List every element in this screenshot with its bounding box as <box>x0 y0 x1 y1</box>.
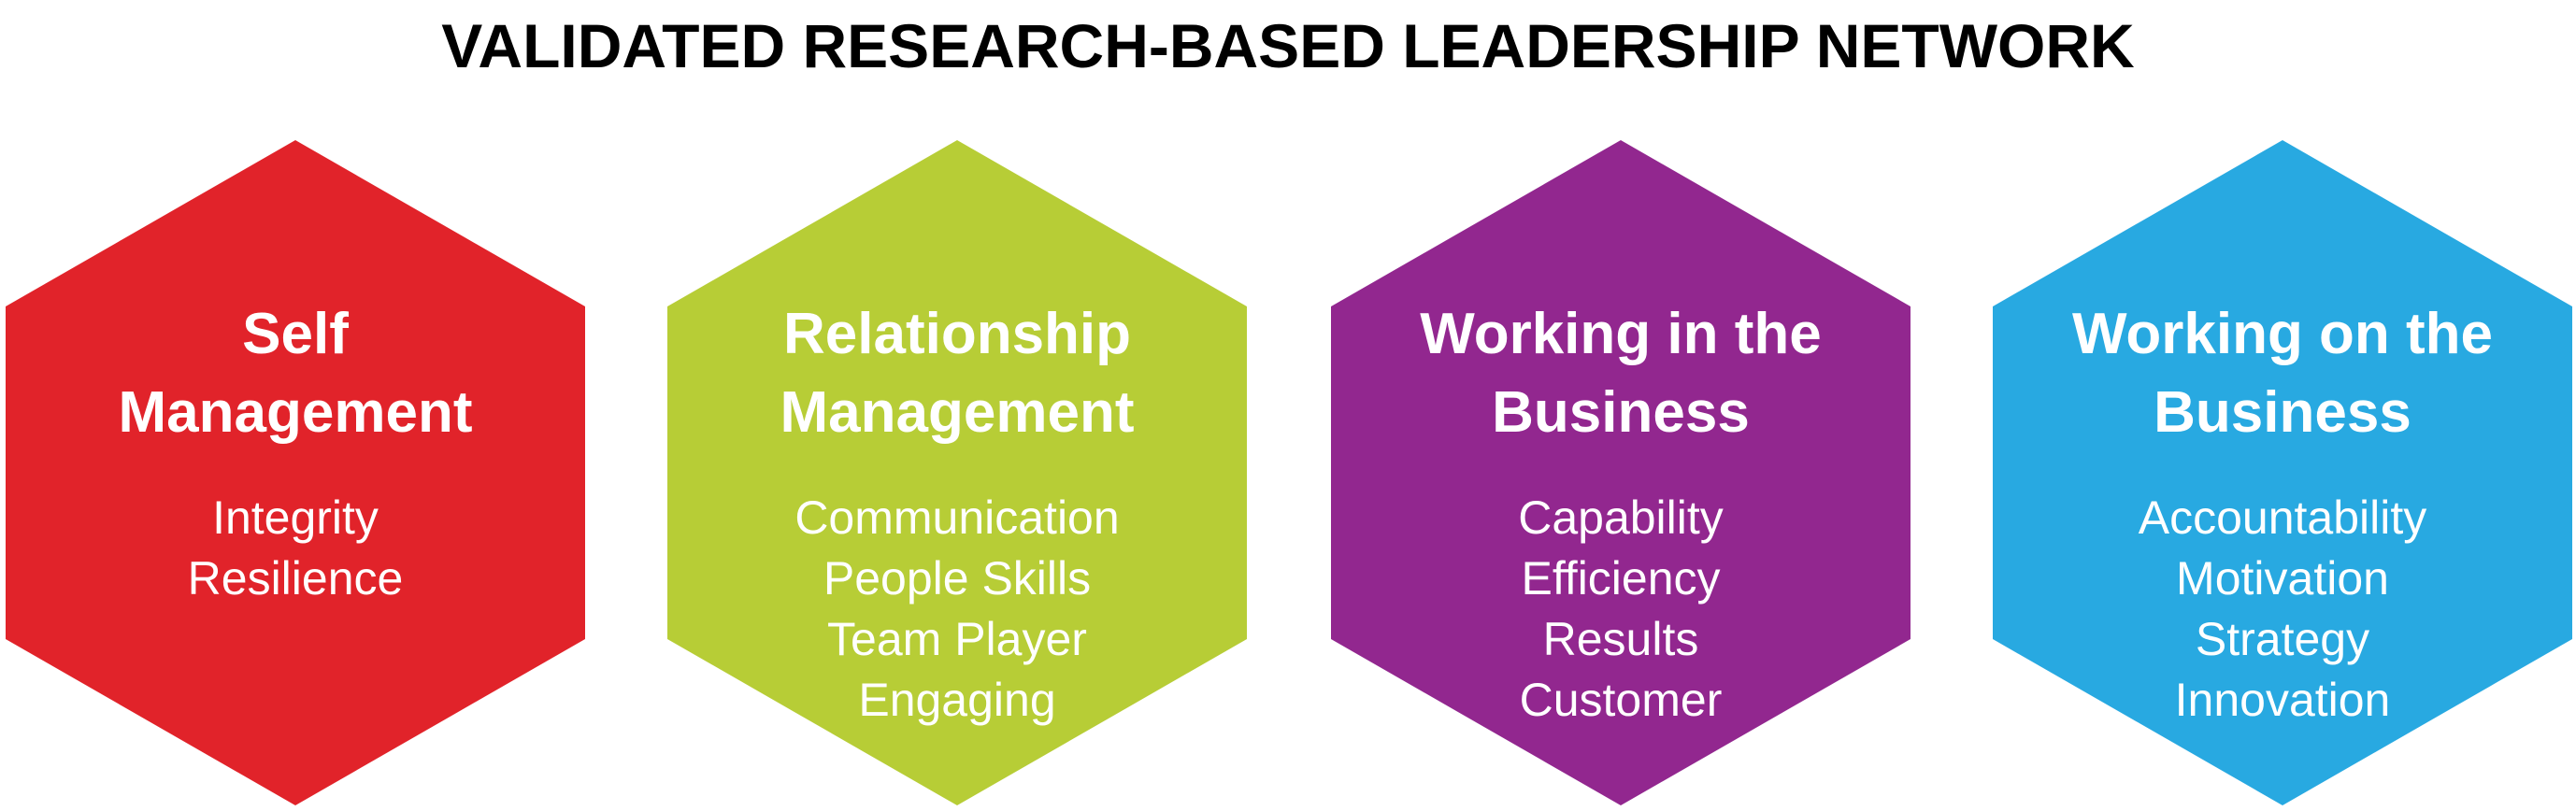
hexagon-relationship-management: Relationship Management Communication Pe… <box>664 138 1251 807</box>
hexagon-shape <box>1331 140 1911 805</box>
hexagon-title: Working in the Business <box>1420 302 1822 445</box>
hexagon-fill <box>667 140 1247 805</box>
hexagon-shape <box>667 140 1247 805</box>
hexagon-item: Resilience <box>187 552 404 605</box>
hexagon-title: Working on the Business <box>2071 302 2494 445</box>
hexagon-shape <box>1993 140 2572 805</box>
hexagon-working-on-the-business: Working on the Business Accountability M… <box>1989 138 2576 807</box>
hexagon-item-list: Capability Efficiency Results Customer <box>1346 488 1896 731</box>
hexagon-item: Integrity <box>212 491 379 544</box>
hexagon-item-list: Accountability Motivation Strategy Innov… <box>2008 488 2557 731</box>
hexagon-fill <box>6 140 585 805</box>
hexagon-item: Capability <box>1518 491 1724 544</box>
hexagon-item: Accountability <box>2138 491 2427 544</box>
hexagon-title: Self Management <box>118 302 473 445</box>
hexagon-item: Customer <box>1519 674 1723 726</box>
hexagon-item-list: Communication People Skills Team Player … <box>682 488 1232 731</box>
hexagon-shape <box>6 140 585 805</box>
hexagon-title: Relationship Management <box>780 302 1135 445</box>
hexagon-fill <box>1993 140 2572 805</box>
hexagon-item: Communication <box>794 491 1120 544</box>
hexagon-fill <box>1331 140 1911 805</box>
hexagon-item-list: Integrity Resilience <box>21 488 570 609</box>
diagram-title: VALIDATED RESEARCH-BASED LEADERSHIP NETW… <box>441 11 2135 80</box>
hexagon-item: Results <box>1542 613 1699 665</box>
hexagon-item: People Skills <box>823 552 1092 605</box>
hexagon-self-management: Self Management Integrity Resilience <box>2 138 589 807</box>
hexagon-item: Efficiency <box>1521 552 1721 605</box>
hexagon-item: Strategy <box>2195 613 2370 665</box>
hexagon-item: Team Player <box>827 613 1087 665</box>
hexagon-working-in-the-business: Working in the Business Capability Effic… <box>1327 138 1914 807</box>
hexagon-item: Innovation <box>2174 674 2391 726</box>
hexagon-item: Engaging <box>858 674 1056 726</box>
hexagon-item: Motivation <box>2176 552 2389 605</box>
